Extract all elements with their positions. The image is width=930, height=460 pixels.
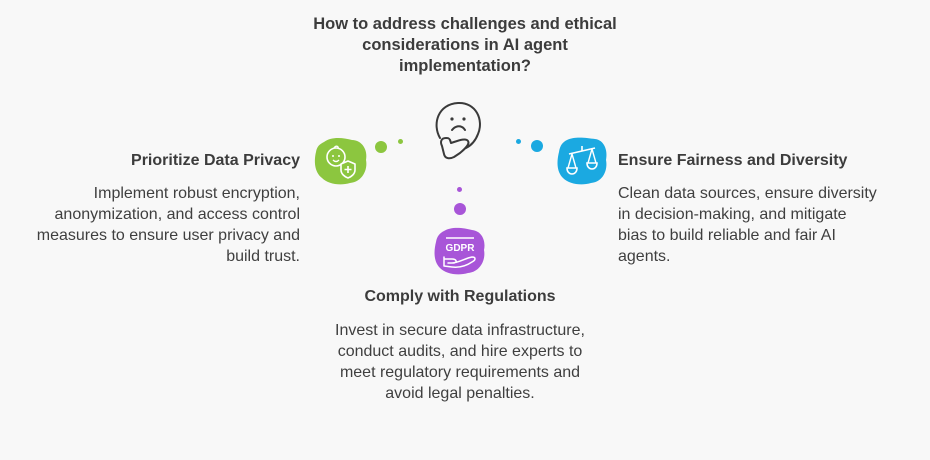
gdpr-label: GDPR [446,243,476,254]
branch-title-regulations: Comply with Regulations [364,288,556,305]
branch-desc-data-privacy: Implement robust encryption, anonymizati… [36,185,300,265]
connector-dot-bottom-small [457,187,462,192]
connector-dot-right-small [516,139,521,144]
branch-title-fairness: Ensure Fairness and Diversity [618,152,848,169]
connector-dot-right-large [531,140,543,152]
baby-shield-icon [314,138,367,185]
scales-icon [557,137,607,185]
gdpr-hand-icon: GDPR [434,227,485,275]
central-question: How to address challenges and ethical co… [313,15,617,75]
branch-desc-regulations: Invest in secure data infrastructure, co… [335,322,585,402]
branch-title-data-privacy: Prioritize Data Privacy [131,152,300,169]
branch-desc-fairness: Clean data sources, ensure diversity in … [618,185,877,265]
connector-dot-bottom-large [454,203,466,215]
connector-dot-left-small [398,139,403,144]
thinking-face-icon [435,101,481,160]
connector-dot-left-large [375,141,387,153]
